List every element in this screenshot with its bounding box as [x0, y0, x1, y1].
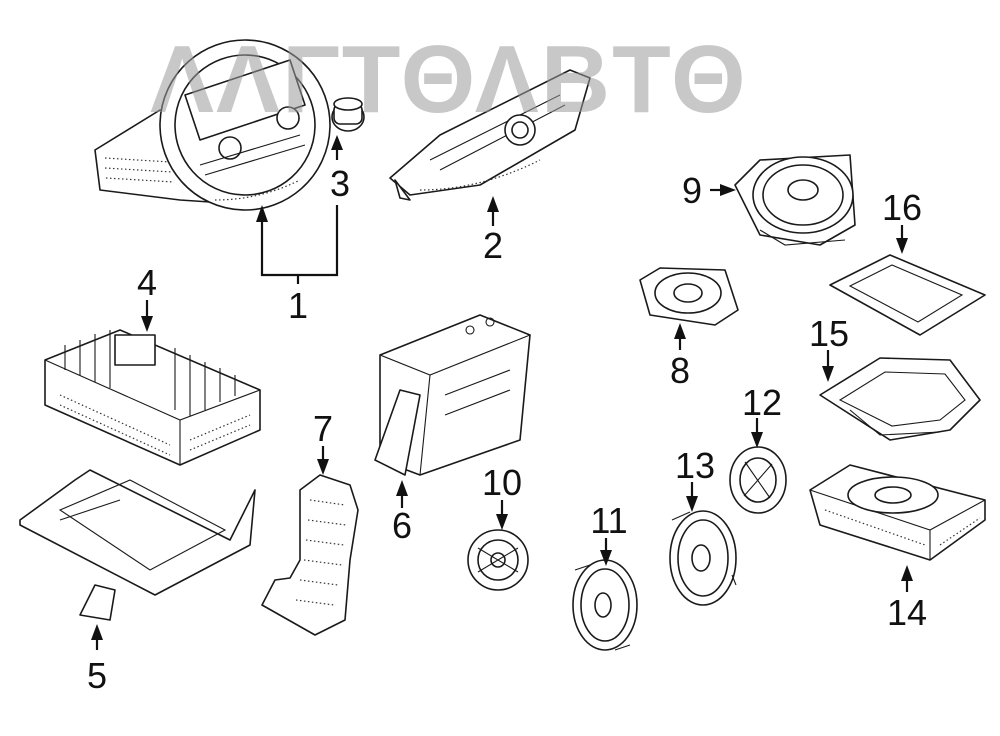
part-13-speaker	[669, 510, 737, 606]
part-11-speaker	[572, 559, 638, 651]
callout-12: 12	[742, 382, 782, 423]
callout-16: 16	[882, 187, 922, 228]
callout-4: 4	[137, 262, 157, 303]
callout-7: 7	[313, 408, 333, 449]
callout-14: 14	[887, 592, 927, 633]
leader-lines	[91, 135, 913, 650]
callout-9: 9	[682, 170, 702, 211]
callout-2: 2	[483, 225, 503, 266]
callout-5: 5	[87, 655, 107, 696]
part-10-small-speaker	[467, 529, 529, 591]
part-6-module	[374, 314, 531, 476]
callout-8: 8	[670, 350, 690, 391]
part-16-gasket	[829, 254, 986, 336]
part-4-amplifier	[44, 329, 261, 466]
part-12-tweeter	[729, 446, 787, 514]
callout-6: 6	[392, 505, 412, 546]
part-3-knob	[331, 97, 365, 132]
callout-1: 1	[288, 285, 308, 326]
callout-labels: 1 2 3 4 5 6 7 8 9 10 11 12 13 14 15 16	[87, 163, 927, 696]
watermark-logo: ΛΛΓΤΘΛΒΤΘ	[150, 26, 748, 133]
part-5-bracket	[19, 469, 256, 621]
part-8-tweeter	[639, 267, 739, 326]
part-14-subwoofer	[809, 464, 986, 561]
part-1-head-unit	[94, 39, 331, 211]
part-9-speaker	[734, 154, 856, 246]
part-15-speaker-frame	[819, 357, 981, 441]
callout-13: 13	[675, 445, 715, 486]
part-2-control-panel	[389, 69, 591, 201]
callout-15: 15	[809, 313, 849, 354]
callout-11: 11	[590, 500, 627, 541]
part-7-mounting-plate	[261, 474, 359, 636]
callout-10: 10	[482, 462, 522, 503]
callout-3: 3	[330, 163, 350, 204]
